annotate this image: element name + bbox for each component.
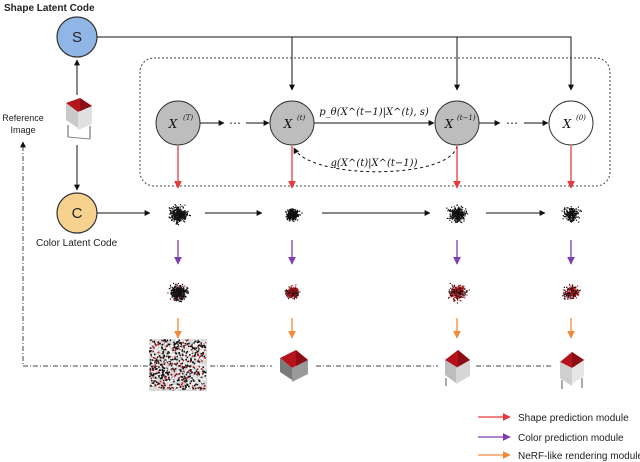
cloud-row2-0 [561, 283, 581, 300]
state-node-0 [548, 100, 594, 146]
point-clouds [167, 204, 582, 304]
cloud-row2-t [284, 284, 301, 300]
state-t-sup: (t) [297, 114, 306, 122]
chain-ellipsis-right: ⋯ [506, 116, 518, 130]
legend: Shape prediction module Color prediction… [478, 413, 640, 462]
reference-label-line2: Image [10, 125, 35, 135]
render-chair-0 [560, 352, 584, 389]
cloud-row2-t-minus-1 [448, 282, 470, 304]
state-0-sup: (0) [576, 114, 586, 122]
state-t-minus-1-sup: (t−1) [457, 114, 476, 122]
legend-color-label: Color prediction module [518, 433, 624, 444]
reference-chair-image [66, 98, 92, 140]
color-latent-letter: C [72, 205, 83, 222]
render-chair-t-minus-1 [445, 350, 470, 386]
color-latent-caption: Color Latent Code [36, 238, 118, 249]
state-t-minus-1-main: X [444, 117, 454, 131]
reference-label-line1: Reference [2, 113, 44, 123]
cloud-row1-t [285, 208, 303, 222]
state-t-main: X [283, 117, 293, 131]
cloud-row1-0 [561, 206, 582, 223]
cloud-row1-T [168, 204, 191, 226]
state-node-T [155, 100, 201, 146]
forward-process-label: p_θ(X^(t−1)|X^(t), s) [319, 107, 429, 118]
shape-latent-letter: S [72, 29, 82, 46]
legend-render-label: NeRF-like rendering module [518, 451, 640, 462]
chain-ellipsis-left: ⋯ [229, 116, 241, 130]
cloud-row1-t-minus-1 [446, 204, 469, 224]
state-node-t-minus-1 [434, 100, 480, 146]
state-T-main: X [168, 117, 178, 131]
cloud-row2-T [167, 282, 189, 303]
reverse-process-label: q(X^(t)|X^(t−1)) [331, 158, 418, 169]
diffusion-chain-box [139, 57, 611, 187]
render-chair-t [280, 350, 308, 382]
render-noisy [149, 339, 207, 391]
legend-shape-label: Shape prediction module [518, 413, 629, 424]
shape-latent-caption: Shape Latent Code [4, 3, 95, 14]
state-T-sup: (T) [183, 114, 193, 122]
state-0-main: X [562, 117, 572, 131]
